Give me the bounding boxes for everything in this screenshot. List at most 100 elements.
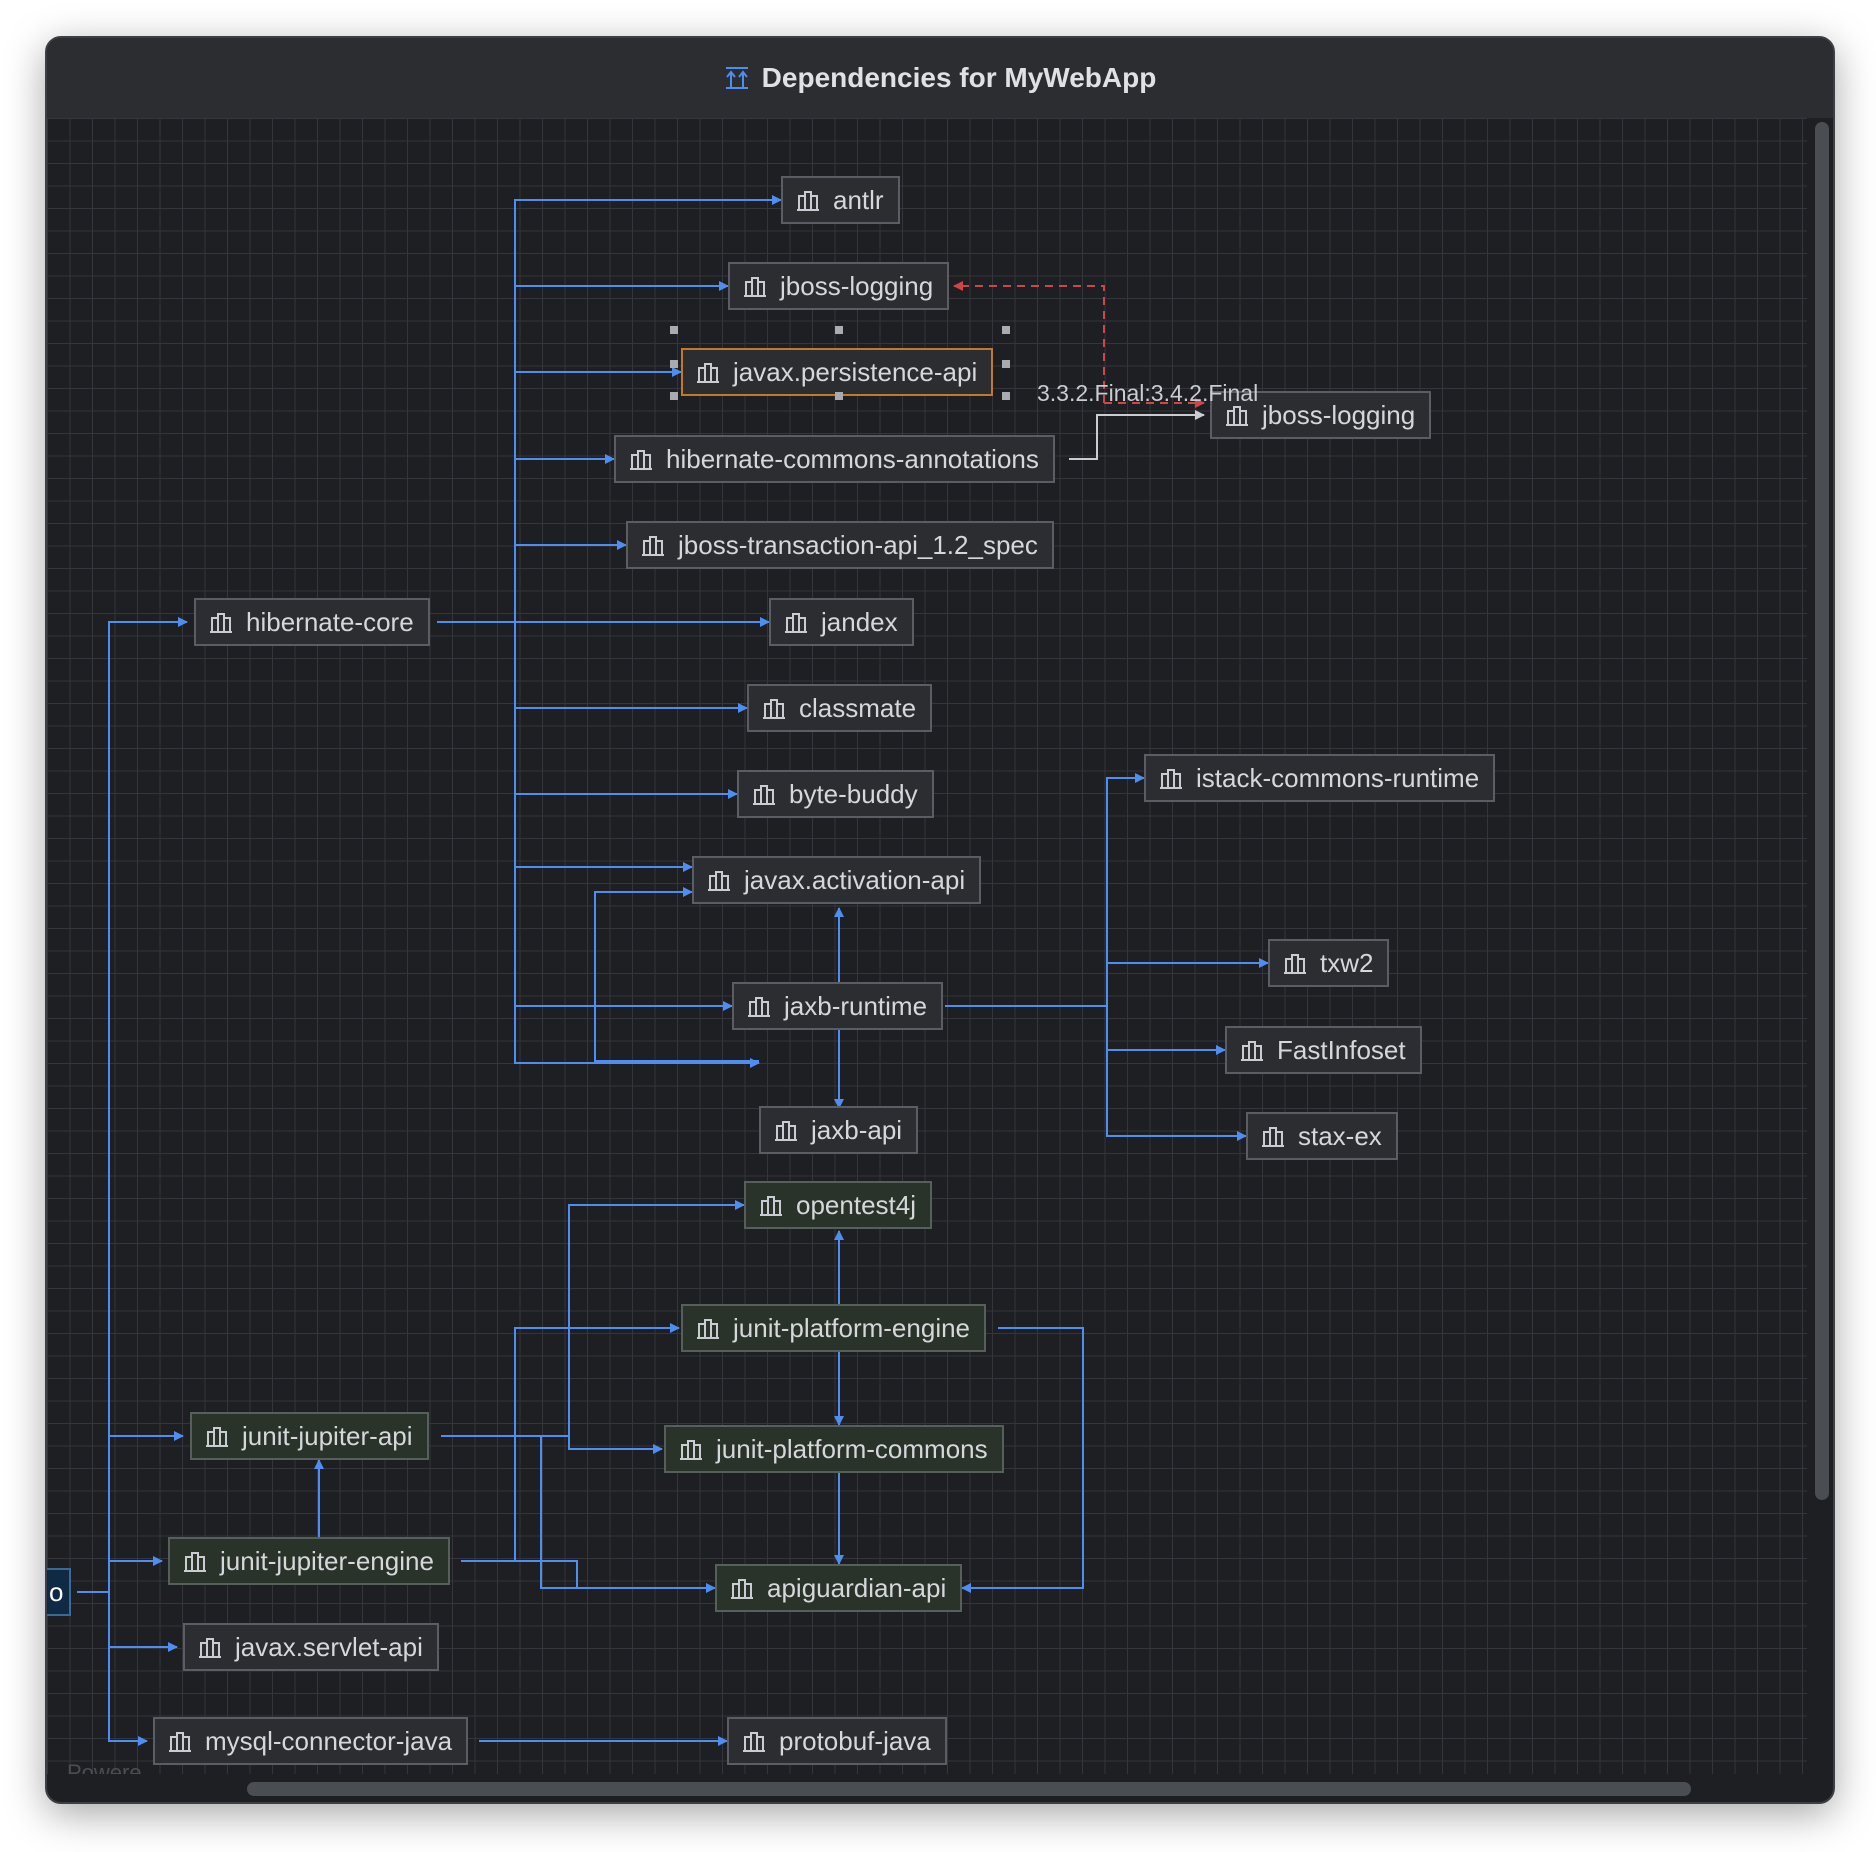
module-library-icon [743, 1732, 765, 1752]
conflict-version-label: 3.3.2.Final:3.4.2.Final [1037, 380, 1259, 406]
node-istack-commons-runtime[interactable]: istack-commons-runtime [1144, 754, 1496, 802]
module-library-icon [630, 450, 652, 470]
node-javax-activation-api[interactable]: javax.activation-api [692, 856, 982, 904]
node-label: junit-platform-commons [716, 1433, 988, 1464]
node-label: jboss-logging [780, 270, 934, 301]
module-library-icon [1226, 406, 1248, 426]
node-label: jboss-logging [1262, 399, 1416, 430]
module-library-icon [748, 997, 770, 1017]
node-jandex[interactable]: jandex [769, 598, 914, 646]
edge-jaxb-runtime-istack [945, 773, 1145, 1007]
module-library-icon [210, 613, 232, 633]
module-library-icon [642, 536, 664, 556]
title-bar: Dependencies for MyWebApp [47, 38, 1833, 118]
node-label: antlr [833, 184, 884, 215]
node-label: jaxb-runtime [784, 990, 928, 1021]
module-library-icon [1262, 1127, 1284, 1147]
node-apiguardian-api[interactable]: apiguardian-api [715, 1564, 963, 1612]
module-library-icon [775, 1121, 797, 1141]
module-library-icon [697, 363, 719, 383]
node-label: classmate [799, 692, 917, 723]
module-library-icon [797, 191, 819, 211]
node-junit-jupiter-engine[interactable]: junit-jupiter-engine [168, 1537, 450, 1585]
selection-handle[interactable] [835, 326, 843, 334]
node-label: protobuf-java [779, 1725, 931, 1756]
node-byte-buddy[interactable]: byte-buddy [737, 770, 934, 818]
module-library-icon [697, 1319, 719, 1339]
module-library-icon [753, 785, 775, 805]
node-label: jaxb-api [811, 1114, 903, 1145]
module-library-icon [763, 699, 785, 719]
selection-handle[interactable] [1002, 392, 1010, 400]
module-library-icon [169, 1732, 191, 1752]
edge-jupiter-api-apiguardian [540, 1436, 716, 1593]
edge-jaxb-runtime-stax-ex [1106, 1050, 1247, 1141]
node-label: javax.activation-api [744, 864, 966, 895]
node-jboss-transaction-api[interactable]: jboss-transaction-api_1.2_spec [626, 521, 1054, 569]
node-javax-servlet-api[interactable]: javax.servlet-api [183, 1623, 439, 1671]
selection-handle[interactable] [670, 326, 678, 334]
node-label: mysql-connector-java [205, 1725, 453, 1756]
module-library-icon [744, 277, 766, 297]
node-label: opentest4j [796, 1189, 916, 1220]
selection-handle[interactable] [1002, 360, 1010, 368]
edge-jaxb-runtime-fastinfoset [1106, 1006, 1226, 1055]
node-jboss-logging-conflict[interactable]: jboss-logging [1210, 391, 1432, 439]
node-jaxb-api[interactable]: jaxb-api [759, 1106, 919, 1154]
node-fastinfoset[interactable]: FastInfoset [1225, 1026, 1422, 1074]
node-hibernate-commons-annotations[interactable]: hibernate-commons-annotations [614, 435, 1055, 483]
selection-handle[interactable] [670, 392, 678, 400]
module-library-icon [1160, 769, 1182, 789]
node-hibernate-core[interactable]: hibernate-core [194, 598, 430, 646]
edge-jupiter-api-platform-commons [441, 1435, 663, 1454]
node-opentest4j[interactable]: opentest4j [744, 1181, 932, 1229]
edge-root-hibernate-core [77, 617, 188, 1593]
node-root-project[interactable]: o [47, 1568, 72, 1616]
module-library-icon [1241, 1041, 1263, 1061]
node-jaxb-runtime[interactable]: jaxb-runtime [732, 982, 944, 1030]
vertical-scrollbar[interactable] [1815, 122, 1829, 1500]
node-junit-platform-commons[interactable]: junit-platform-commons [664, 1425, 1004, 1473]
selection-handle[interactable] [1002, 326, 1010, 334]
node-label: istack-commons-runtime [1196, 762, 1480, 793]
module-library-icon [1284, 954, 1306, 974]
node-protobuf-java[interactable]: protobuf-java [727, 1717, 947, 1765]
node-classmate[interactable]: classmate [747, 684, 933, 732]
horizontal-scrollbar[interactable] [247, 1782, 1691, 1796]
module-library-icon [785, 613, 807, 633]
edge-conflict-dashed [953, 281, 1105, 403]
node-label: junit-jupiter-api [242, 1420, 413, 1451]
node-txw2[interactable]: txw2 [1268, 939, 1390, 987]
node-label: stax-ex [1298, 1120, 1382, 1151]
node-junit-jupiter-api[interactable]: junit-jupiter-api [190, 1412, 429, 1460]
node-label: javax.servlet-api [235, 1631, 423, 1662]
module-library-icon [731, 1579, 753, 1599]
edge-jupiter-engine-apiguardian [461, 1560, 578, 1588]
node-label: FastInfoset [1277, 1034, 1406, 1065]
edges-layer [77, 195, 1269, 1746]
node-mysql-connector-java[interactable]: mysql-connector-java [153, 1717, 469, 1765]
module-library-icon [184, 1552, 206, 1572]
node-antlr[interactable]: antlr [781, 176, 900, 224]
node-javax-persistence-api[interactable]: javax.persistence-api [681, 348, 994, 396]
node-label: apiguardian-api [767, 1572, 947, 1603]
node-label: jandex [821, 606, 898, 637]
edge-root-mysql [108, 1647, 148, 1746]
dependency-diagram-icon [725, 67, 748, 89]
node-label: hibernate-core [246, 606, 414, 637]
diagram-canvas[interactable]: antlr jboss-logging javax.persistence-ap… [47, 118, 1807, 1774]
node-label: byte-buddy [789, 778, 918, 809]
edge-hca-jboss-logging-conflict [1069, 410, 1205, 460]
node-stax-ex[interactable]: stax-ex [1246, 1112, 1398, 1160]
module-library-icon [708, 871, 730, 891]
module-library-icon [760, 1196, 782, 1216]
module-library-icon [206, 1427, 228, 1447]
selection-handle[interactable] [835, 392, 843, 400]
node-junit-platform-engine[interactable]: junit-platform-engine [681, 1304, 987, 1352]
node-label: javax.persistence-api [733, 356, 978, 387]
node-jboss-logging[interactable]: jboss-logging [728, 262, 950, 310]
edge-hibernate-core-classmate [514, 622, 760, 1068]
dependency-window: Dependencies for MyWebApp [45, 36, 1835, 1804]
module-library-icon [199, 1638, 221, 1658]
selection-handle[interactable] [670, 360, 678, 368]
